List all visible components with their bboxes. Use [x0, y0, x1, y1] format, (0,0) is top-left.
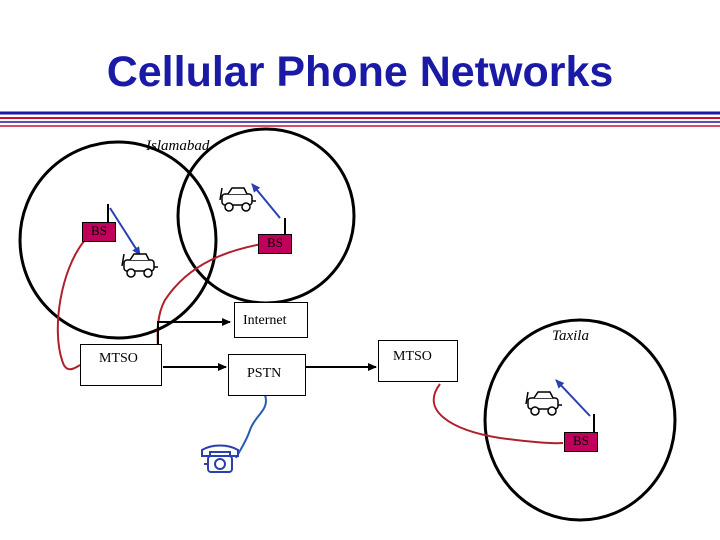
city-label-islamabad: Islamabad: [146, 138, 210, 154]
telephone-icon: [201, 444, 239, 473]
mtso-right-box: MTSO: [378, 340, 458, 382]
radio-link-left: [109, 207, 141, 256]
car-phone-icon: [525, 391, 562, 416]
cell-left: [18, 140, 218, 340]
link-bs-left-to-mtso: [56, 239, 86, 371]
bs-center: BS: [258, 234, 292, 254]
bs-right: BS: [564, 432, 598, 452]
slide-title: Cellular Phone Networks: [106, 48, 614, 96]
arrow-mtso-to-internet: [157, 318, 231, 354]
title-rule: [0, 111, 720, 127]
internet-box: Internet: [234, 302, 308, 338]
radio-link-right: [555, 379, 591, 417]
link-mtso-right-to-bs: [432, 383, 564, 445]
cell-right: [483, 318, 677, 522]
city-label-taxila: Taxila: [552, 328, 589, 344]
car-phone-icon: [219, 187, 256, 212]
radio-link-center: [251, 183, 281, 219]
bs-left: BS: [82, 222, 116, 242]
car-phone-icon: [121, 253, 158, 278]
mtso-left-box: MTSO: [80, 344, 162, 386]
link-pstn-to-telephone: [235, 394, 267, 459]
pstn-box: PSTN: [228, 354, 306, 396]
cell-center: [176, 127, 356, 305]
